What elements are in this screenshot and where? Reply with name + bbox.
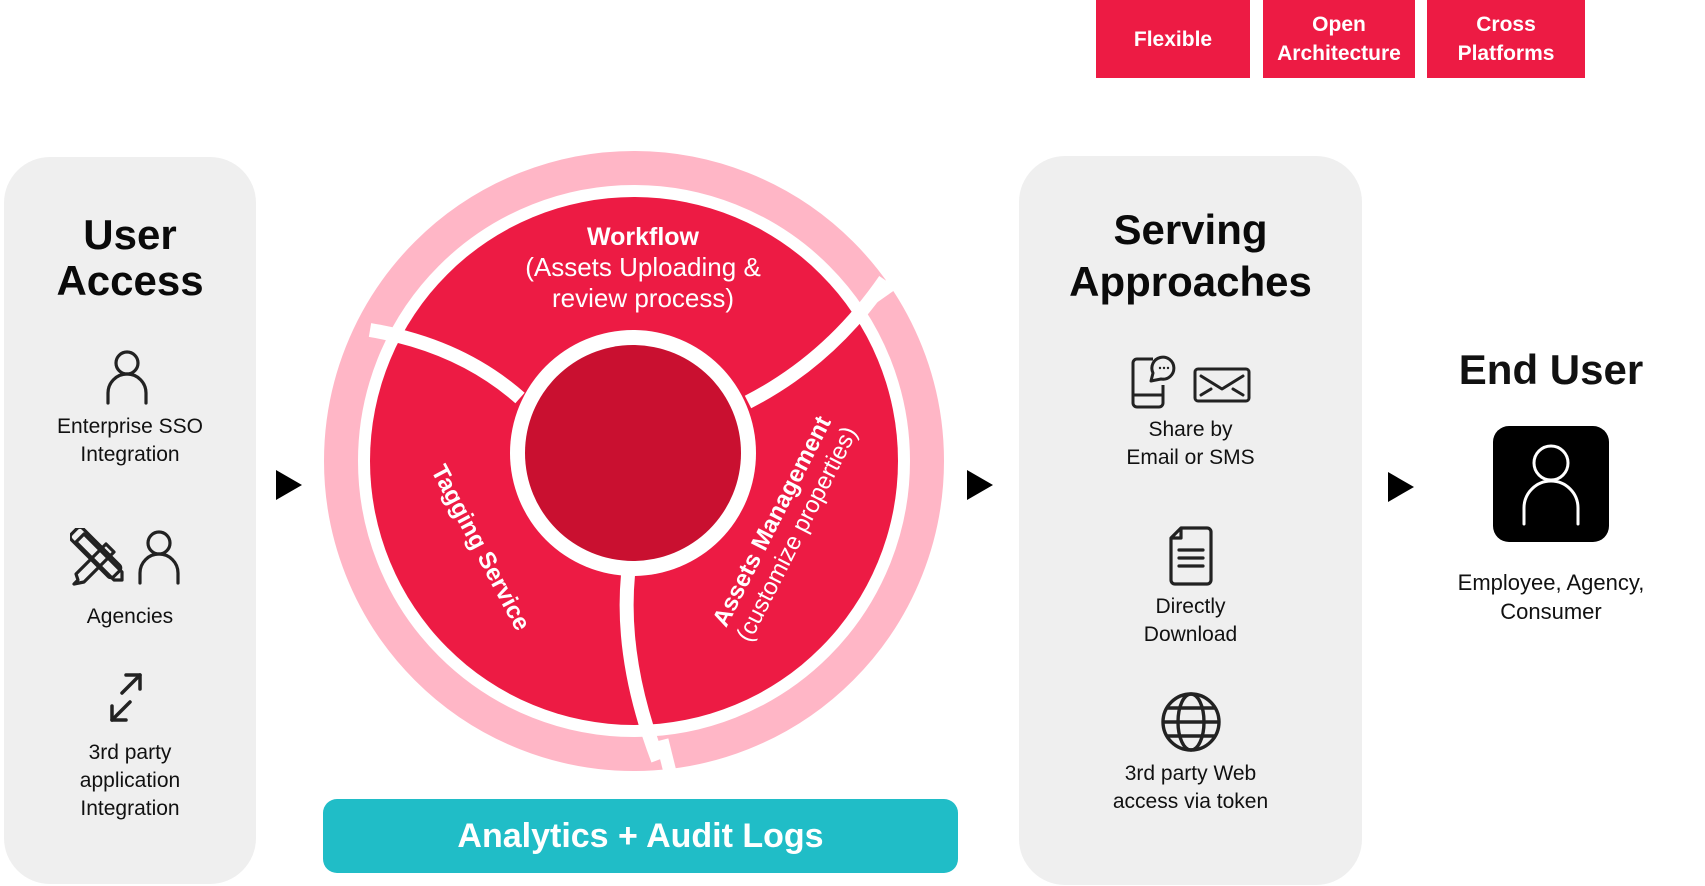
direct-download-item-text: Directly Download: [1143, 595, 1238, 646]
core-circle: [525, 345, 741, 561]
envelope-icon: [1193, 367, 1251, 403]
third-party-app-item-text: 3rd party application Integration: [79, 741, 181, 820]
analytics-audit-logs-bar: Analytics + Audit Logs: [323, 799, 958, 873]
user-icon: [106, 350, 148, 405]
user-icon: [138, 530, 180, 585]
user-access-title-line2: Access: [56, 257, 204, 304]
serving-approaches-panel: Serving Approaches Share by Email or SMS: [1019, 156, 1362, 885]
end-user-description: Employee, Agency, Consumer: [1457, 570, 1645, 624]
analytics-label: Analytics + Audit Logs: [457, 816, 824, 855]
workflow-segment-label: Workflow (Assets Uploading & review proc…: [493, 222, 793, 314]
phone-chat-icon: [1131, 355, 1176, 409]
user-access-title-line1: User: [83, 211, 177, 258]
tag-label-line2: Platforms: [1457, 42, 1555, 65]
end-user-avatar: [1493, 426, 1609, 542]
share-email-sms-item-text: Share by Email or SMS: [1126, 418, 1255, 469]
user-access-panel: User Access Enterprise SSO Integration A…: [4, 157, 256, 884]
flow-arrow-icon: [276, 470, 302, 500]
tag-label-line1: Cross: [1476, 13, 1536, 36]
pencil-ruler-icon: [70, 528, 124, 586]
flow-arrow-icon: [967, 470, 993, 500]
third-party-web-item-text: 3rd party Web access via token: [1112, 762, 1269, 813]
workflow-title: Workflow: [586, 223, 700, 251]
tag-label: Flexible: [1133, 27, 1213, 51]
serving-title-line1: Serving: [1113, 206, 1268, 253]
serving-title-line2: Approaches: [1069, 258, 1312, 305]
workflow-subtitle-line2: review process): [551, 283, 735, 313]
user-icon: [1522, 444, 1580, 526]
flow-arrow-icon: [1388, 472, 1414, 502]
platform-wheel: [324, 151, 944, 782]
globe-icon: [1161, 692, 1221, 752]
tag-label-line1: Open: [1312, 13, 1366, 36]
document-icon: [1169, 526, 1213, 586]
expand-arrows-icon: [110, 673, 142, 722]
tag-flexible: Flexible: [1096, 0, 1250, 78]
tag-label-line2: Architecture: [1277, 42, 1401, 65]
sso-item-text: Enterprise SSO Integration: [57, 415, 203, 466]
tag-cross-platforms: Cross Platforms: [1427, 0, 1585, 78]
end-user-title: End User: [1458, 346, 1644, 393]
workflow-subtitle-line1: (Assets Uploading &: [525, 252, 761, 282]
outer-ring: [324, 151, 944, 771]
tag-open-architecture: Open Architecture: [1263, 0, 1415, 78]
agencies-item-text: Agencies: [86, 605, 174, 628]
